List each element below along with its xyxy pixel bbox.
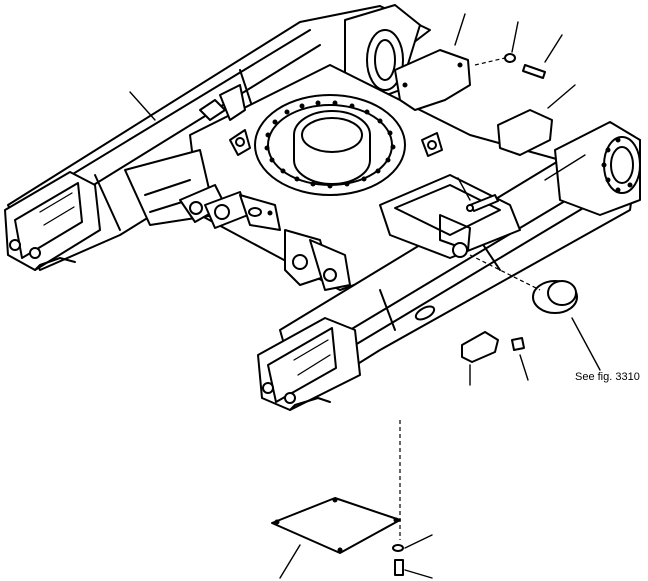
- bottom-bolt: [392, 544, 404, 576]
- track-frame: [4, 4, 641, 411]
- top-bolt: [474, 53, 546, 79]
- side-cover-plate: [497, 109, 553, 156]
- leader-lines: [129, 13, 601, 579]
- bracket-lugs: [179, 184, 351, 291]
- round-plug: [469, 254, 578, 314]
- bottom-cover-plate: [271, 497, 401, 554]
- swing-circle-bolts: [264, 100, 396, 189]
- center-bolt: [466, 194, 499, 212]
- oval-cover: [461, 331, 525, 363]
- see-figure-reference: See fig. 3310: [575, 371, 640, 383]
- top-cover-plate: [394, 49, 471, 111]
